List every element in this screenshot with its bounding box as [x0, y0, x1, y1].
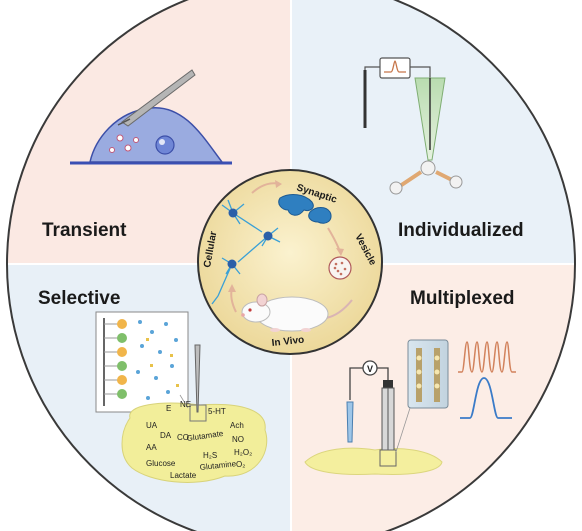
oscillating-trace [458, 341, 516, 373]
label-individualized: Individualized [398, 220, 524, 241]
neighbor-cell [389, 181, 403, 195]
mouse-tail [325, 299, 353, 319]
signal-monitor [379, 57, 411, 79]
analyte-lactate: Lactate [170, 471, 197, 480]
neuron-body [227, 259, 237, 269]
functionalized-surface [103, 318, 179, 406]
analyte-H2O2: H₂O₂ [234, 448, 252, 457]
meter-wire-left [349, 367, 364, 400]
analyte-glucose: Glucose [146, 459, 176, 468]
connector-right [435, 170, 453, 182]
vesicle-contents [333, 261, 347, 276]
label-multiplexed: Multiplexed [410, 288, 515, 309]
analyte-NO: NO [232, 435, 244, 444]
probe-tip-box [189, 404, 207, 422]
analyte-Ach: Ach [230, 421, 244, 430]
vesicle [116, 134, 124, 142]
spike-trace [384, 60, 406, 73]
analyte-5HT: 5-HT [208, 407, 226, 416]
mouse-icon [241, 293, 353, 332]
analyte-H2S: H₂S [203, 451, 217, 460]
array-sites [416, 348, 440, 402]
analyte-NE: NE [180, 400, 191, 409]
vesicle [133, 137, 139, 143]
mouse-paw [301, 328, 311, 332]
cycle-arrow-head [228, 284, 236, 292]
cell-nucleus [155, 135, 175, 155]
synapse-presynaptic [278, 194, 314, 216]
wire-left [364, 66, 380, 70]
voltmeter-symbol: V [367, 364, 373, 374]
cycle-arrow-head [275, 180, 282, 188]
neuron-body [228, 208, 238, 218]
tip-zoom-box [379, 449, 397, 467]
zoom-line [179, 394, 189, 409]
analyte-labels: E NE 5-HT UA DA CO Ach Glutamate NO AA H… [146, 400, 252, 480]
meter-wire-right [377, 367, 389, 380]
label-transient: Transient [42, 220, 127, 241]
analyte-E: E [166, 404, 171, 413]
wire-right [410, 66, 431, 78]
reference-pipette [346, 401, 354, 443]
vesicle [109, 147, 115, 153]
probe-electrode [194, 344, 201, 413]
neurons [211, 199, 281, 305]
neuron-body [263, 231, 273, 241]
mouse-ear [256, 293, 268, 307]
electrode-tip [117, 118, 131, 126]
cycle-arrow-head [336, 248, 344, 256]
mouse-head [241, 301, 271, 323]
transient-illustration [70, 69, 232, 165]
target-cell [420, 160, 436, 176]
analyte-UA: UA [146, 421, 158, 430]
neighbor-cell [449, 175, 463, 189]
mouse-eye [248, 308, 252, 312]
multiplexed-illustration: V [304, 339, 516, 475]
label-selective: Selective [38, 288, 120, 309]
synapse-postsynaptic [308, 207, 332, 224]
peak-trace [460, 377, 512, 419]
center-disk: Synaptic Vesicle Cellular In Vivo [197, 169, 383, 355]
electrode-holder [383, 380, 393, 388]
electrode-array [407, 339, 449, 409]
nanoelectrode [121, 69, 196, 127]
vesicle-icon [328, 256, 352, 280]
analyte-AA: AA [146, 443, 157, 452]
mouse-nose [241, 313, 245, 317]
label-in-vivo: In Vivo [271, 335, 305, 349]
analyte-glutamine: Glutamine [199, 459, 237, 472]
vesicle [124, 144, 132, 152]
outer-circle [6, 0, 576, 531]
selective-illustration: E NE 5-HT UA DA CO Ach Glutamate NO AA H… [95, 311, 268, 483]
nucleus-highlight [159, 139, 165, 145]
analyte-O2: O₂ [236, 460, 245, 469]
connector-left [398, 170, 423, 188]
analyte-CO: CO [177, 433, 189, 442]
mouse-paw [270, 328, 280, 332]
surface-zoom-box [95, 311, 189, 413]
zoom-line-right [395, 407, 411, 453]
analyte-pool [121, 402, 268, 483]
tissue-sample [304, 447, 443, 475]
individualized-illustration [363, 57, 463, 195]
analyte-DA: DA [160, 431, 172, 440]
